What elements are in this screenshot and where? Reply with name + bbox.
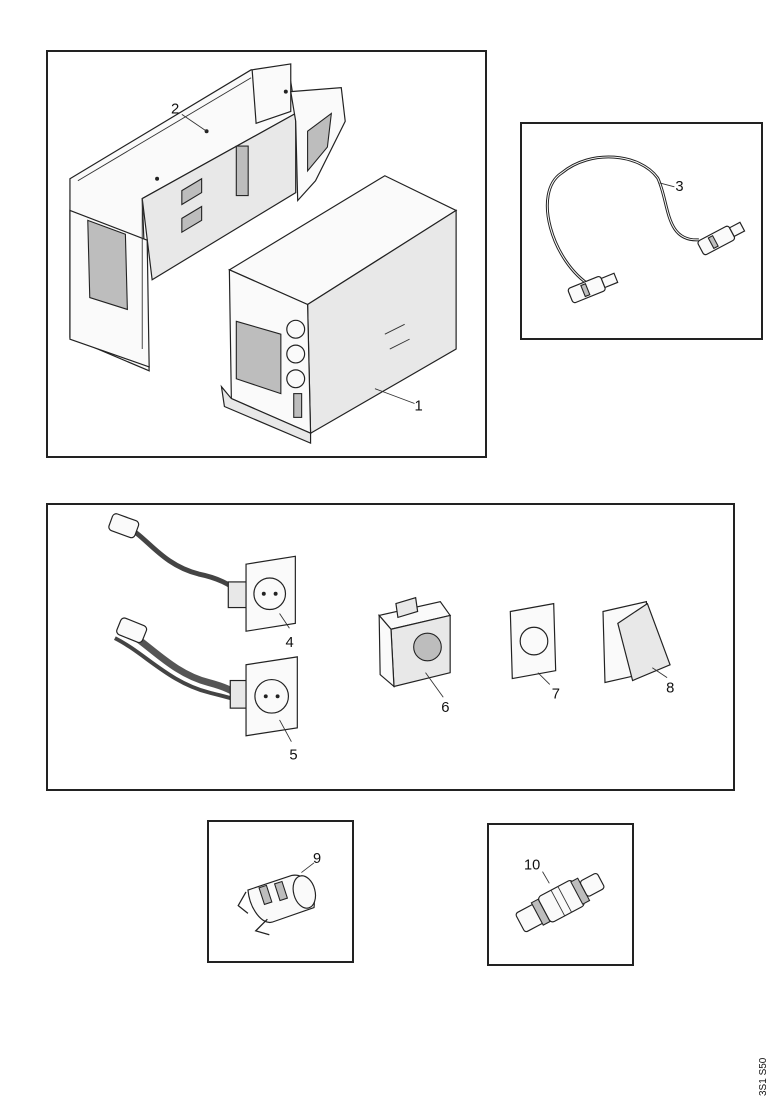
socket-with-cable-4 [108,513,296,632]
callout-6: 6 [441,700,449,716]
sleeve-9 [237,874,317,936]
callout-1: 1 [415,398,423,414]
bracket-housing-illustration: 2 1 [69,63,458,445]
cover-plate-7 [509,602,557,680]
callout-4: 4 [285,635,293,651]
adapter-illustration: 10 [515,858,605,933]
panel-sleeve: 9 [207,820,354,963]
adapter-10 [515,872,605,933]
control-housing [220,175,458,445]
callout-5: 5 [289,747,297,763]
mounting-bracket [69,63,346,372]
cable-illustration: 3 [545,155,746,304]
panel-bracket-housing: 2 1 [46,50,487,458]
callout-9: 9 [313,851,321,867]
panel-adapter: 10 [487,823,634,966]
callout-7: 7 [552,686,560,702]
callout-10: 10 [524,858,540,874]
reference-code-text: 3S1 S50 [758,1057,769,1096]
callout-8: 8 [666,680,674,696]
reference-code: 3S1 S50 [738,1040,778,1100]
sockets-illustration: 4 5 6 7 8 [108,513,674,763]
connecting-cable [545,155,746,304]
panel-sockets: 4 5 6 7 8 [46,503,735,791]
socket-box-6 [378,596,452,688]
sleeve-illustration: 9 [237,851,321,936]
panel-cable: 3 [520,122,763,340]
hinged-cover-8 [602,600,671,684]
socket-with-cable-5 [113,617,298,737]
callout-2: 2 [171,101,179,117]
callout-3: 3 [675,179,683,195]
